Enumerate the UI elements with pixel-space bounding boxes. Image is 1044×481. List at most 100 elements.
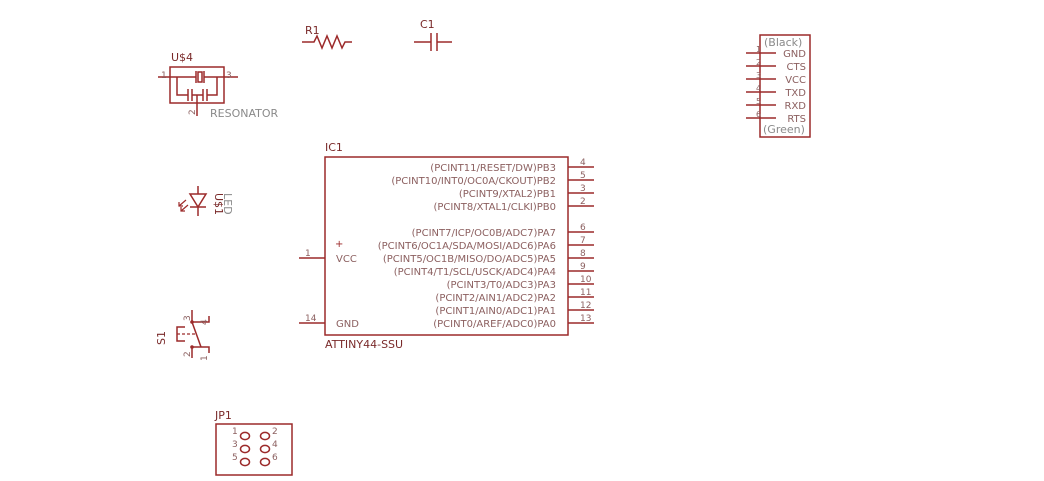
led-arrowhead-1: [178, 202, 183, 207]
led-name: U$1: [212, 193, 225, 215]
switch-contact-icon: [191, 321, 202, 348]
ftdi-pin-label-txd: TXD: [784, 88, 806, 99]
ftdi-pins: 1 GND 2 CTS 3 VCC 4 TXD 5 RXD 6 RTS: [746, 45, 806, 125]
switch-pin-4: 4: [200, 319, 210, 325]
ftdi-pin-label-gnd: GND: [783, 49, 806, 60]
jp1-pin-number-3: 3: [232, 440, 238, 450]
jp1-name: JP1: [214, 409, 232, 422]
ic1-pin-label-gnd: GND: [336, 319, 359, 330]
ic1-body: [324, 156, 569, 336]
jp1-pin-number-2: 2: [272, 427, 278, 437]
ftdi-pin-number-4: 4: [756, 84, 761, 93]
ftdi-pin-number-1: 1: [756, 45, 761, 54]
switch-name: S1: [155, 331, 168, 345]
resistor-symbol-icon: [302, 34, 352, 50]
switch-s1[interactable]: S1 1 4 3 2: [155, 310, 210, 361]
header-jp1[interactable]: JP1 1 2 3 4 5 6: [214, 409, 293, 476]
ic1-pin-number-6: 6: [580, 223, 586, 233]
led-diode-icon: [188, 193, 208, 209]
ic1-pin-label-vcc: VCC: [336, 254, 357, 265]
jp1-pin-pad-6: [259, 457, 271, 467]
ic1-pin-label-3: (PCINT9/XTAL2)PB1: [459, 189, 556, 200]
jp1-pin-pad-2: [259, 431, 271, 441]
ic1-pin-number-4: 4: [580, 158, 586, 168]
ic1-pin-label-4: (PCINT11/RESET/DW)PB3: [430, 163, 556, 174]
capacitor-c1[interactable]: C1: [414, 18, 452, 51]
led-arrow-icon-1: [178, 199, 187, 207]
ic1-pin-number-2: 2: [580, 197, 586, 207]
resonator-u4[interactable]: U$4 1 2 3 RESONATOR: [158, 51, 279, 120]
ic1-pin-number-7: 7: [580, 236, 586, 246]
ic1-pin-number-3: 3: [580, 184, 586, 194]
c1-name: C1: [420, 18, 435, 31]
ic1-pin-number-8: 8: [580, 249, 586, 259]
ic1-pin-number-5: 5: [580, 171, 586, 181]
ic1-value: ATTINY44-SSU: [325, 338, 403, 351]
jp1-pin-number-4: 4: [272, 440, 278, 450]
ftdi-pin-number-2: 2: [756, 58, 761, 67]
switch-pin-2: 2: [183, 351, 193, 357]
ic1-pin-label-5: (PCINT10/INT0/OC0A/CKOUT)PB2: [391, 176, 556, 187]
ftdi-pin-number-5: 5: [756, 97, 761, 106]
ic1-plus-mark: +: [335, 239, 343, 250]
switch-junction-top: [190, 320, 194, 324]
ftdi-pin-label-vcc: VCC: [785, 75, 806, 86]
crystal-body-icon: [197, 71, 203, 83]
r1-name: R1: [305, 24, 320, 37]
jp1-pin-pad-5: [239, 457, 251, 467]
jp1-body: [215, 423, 293, 476]
ic1-pin-label-2: (PCINT8/XTAL1/CLKI)PB0: [433, 202, 556, 213]
resistor-r1[interactable]: R1: [302, 24, 352, 50]
switch-wire-top: [191, 310, 210, 323]
ftdi-pin-label-rts: RTS: [787, 114, 806, 125]
ftdi-top-label: (Black): [764, 36, 802, 49]
ic1-pin-number-11: 11: [580, 288, 591, 298]
ic1-pin-number-10: 10: [580, 275, 592, 285]
jp1-pin-number-1: 1: [232, 427, 238, 437]
ic1-pin-label-6: (PCINT7/ICP/OC0B/ADC7)PA7: [412, 228, 556, 239]
ic1-name: IC1: [325, 141, 343, 154]
led-u1[interactable]: U$1 LED: [178, 186, 234, 216]
led-arrowhead-2: [180, 207, 185, 212]
ftdi-pin-label-cts: CTS: [787, 62, 806, 73]
ic1-pin-label-12: (PCINT1/AIN0/ADC1)PA1: [435, 306, 556, 317]
ic1-pin-label-7: (PCINT6/OC1A/SDA/MOSI/ADC6)PA6: [378, 241, 556, 252]
resonator-name: U$4: [171, 51, 193, 64]
ftdi-bottom-label: (Green): [763, 123, 805, 136]
ic1-pin-number-13: 13: [580, 314, 591, 324]
ic1-pin-number-1: 1: [305, 249, 311, 259]
ic1-pin-label-13: (PCINT0/AREF/ADC0)PA0: [433, 319, 556, 330]
resonator-pin-1: 1: [161, 71, 167, 81]
ftdi-body: [759, 34, 811, 138]
ftdi-pin-number-3: 3: [756, 71, 761, 80]
resonator-cap-wire-left: [176, 77, 188, 96]
jp1-pin-pad-3: [239, 444, 251, 454]
resonator-value: RESONATOR: [210, 107, 279, 120]
ic1-pin-label-11: (PCINT2/AIN1/ADC2)PA2: [435, 293, 556, 304]
resonator-pin-2: 2: [188, 109, 198, 115]
ftdi-pin-label-rxd: RXD: [785, 101, 807, 112]
ftdi-pin-number-6: 6: [756, 110, 761, 119]
connector-ftdi[interactable]: (Black) (Green) 1 GND 2 CTS 3 VCC 4 TXD 5 RXD 6 RTS: [746, 34, 811, 138]
ic1-right-pins: 4 (PCINT11/RESET/DW)PB3 5 (PCINT10/INT0/OC0…: [378, 158, 594, 330]
switch-pin-3: 3: [183, 315, 193, 321]
jp1-pin-pad-4: [259, 444, 271, 454]
ic1-pin-number-12: 12: [580, 301, 591, 311]
led-value: LED: [221, 193, 234, 215]
resonator-pin-3: 3: [226, 71, 232, 81]
jp1-pin-number-5: 5: [232, 453, 238, 463]
jp1-pin-number-6: 6: [272, 453, 278, 463]
jp1-pin-pad-1: [239, 431, 251, 441]
resonator-cap-wire-right: [207, 77, 218, 96]
ic1-pin-label-10: (PCINT3/T0/ADC3)PA3: [447, 280, 556, 291]
ic1-pin-label-8: (PCINT5/OC1B/MISO/DO/ADC5)PA5: [383, 254, 556, 265]
switch-pin-1: 1: [200, 355, 210, 361]
jp1-pins: 1 2 3 4 5 6: [232, 427, 278, 467]
ic1-pin-number-14: 14: [305, 314, 317, 324]
led-arrow-icon-2: [180, 204, 189, 212]
switch-junction-bottom: [190, 345, 194, 349]
